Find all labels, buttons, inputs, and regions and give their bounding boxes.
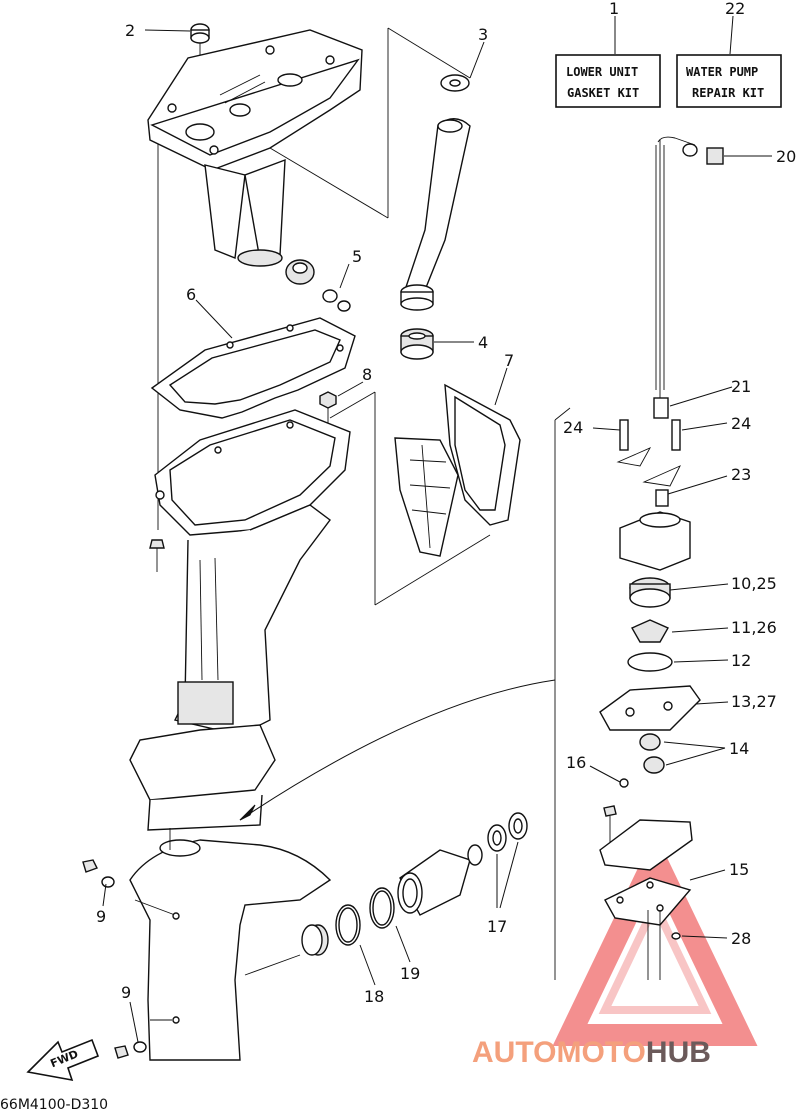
kit-label-line1: WATER PUMP [686,65,758,79]
callout-labels: 2 3 4 5 6 7 8 9 9 10,25 11,26 12 13,27 1… [96,21,796,1006]
callout-20: 20 [776,147,796,166]
diagram-code: 66M4100-D310 [0,1097,108,1111]
callout-16: 16 [566,753,586,772]
propeller-shaft-parts [301,812,528,956]
callout-14: 14 [729,739,749,758]
callout-8: 8 [362,365,372,384]
bolt-part-9b [82,859,147,1059]
callout-9a: 9 [96,907,106,926]
bolt-part-9a [149,539,165,572]
fwd-arrow-icon: FWD [26,1038,100,1082]
gasket-part-6 [150,317,356,419]
callout-4: 4 [478,333,488,352]
upper-casing [129,409,351,831]
callout-6: 6 [186,285,196,304]
callout-28: 28 [731,929,751,948]
callout-19: 19 [400,964,420,983]
callout-12: 12 [731,651,751,670]
callout-23: 23 [731,465,751,484]
grommet-part-5 [285,259,351,312]
callout-2: 2 [125,21,135,40]
callout-9b: 9 [121,983,131,1002]
watermark-logo-icon [552,832,758,1046]
watermark-part1: AUTOMOTO [472,1036,646,1069]
water-screen-part-7 [394,383,521,557]
kit-label-line2: GASKET KIT [567,86,639,100]
water-tube [400,74,471,311]
callout-5: 5 [352,247,362,266]
water-pump-kit-box: 22 WATER PUMP REPAIR KIT [676,0,782,108]
water-pump-stack [599,136,724,980]
kit-number-1: 1 [609,0,619,18]
callout-3: 3 [478,25,488,44]
callout-11-26: 11,26 [731,618,777,637]
watermark-part2: HUB [646,1036,711,1069]
callout-15: 15 [729,860,749,879]
exhaust-guide-plate [147,23,363,267]
callout-10-25: 10,25 [731,574,777,593]
kit-number-22: 22 [725,0,745,18]
callout-13-27: 13,27 [731,692,777,711]
callout-18: 18 [364,987,384,1006]
kit-label-line1: LOWER UNIT [566,65,638,79]
callout-7: 7 [504,351,514,370]
callout-17: 17 [487,917,507,936]
lower-casing [129,828,332,1061]
seal-part-4 [400,328,434,360]
callout-24a: 24 [563,418,583,437]
fwd-assembly-arrow [239,679,556,821]
lower-unit-kit-box: 1 LOWER UNIT GASKET KIT [555,0,661,108]
callout-leaders [102,29,772,1043]
callout-24b: 24 [731,414,751,433]
kit-label-line2: REPAIR KIT [692,86,764,100]
callout-21: 21 [731,377,751,396]
watermark-text: AUTOMOTOHUB [472,1036,711,1069]
